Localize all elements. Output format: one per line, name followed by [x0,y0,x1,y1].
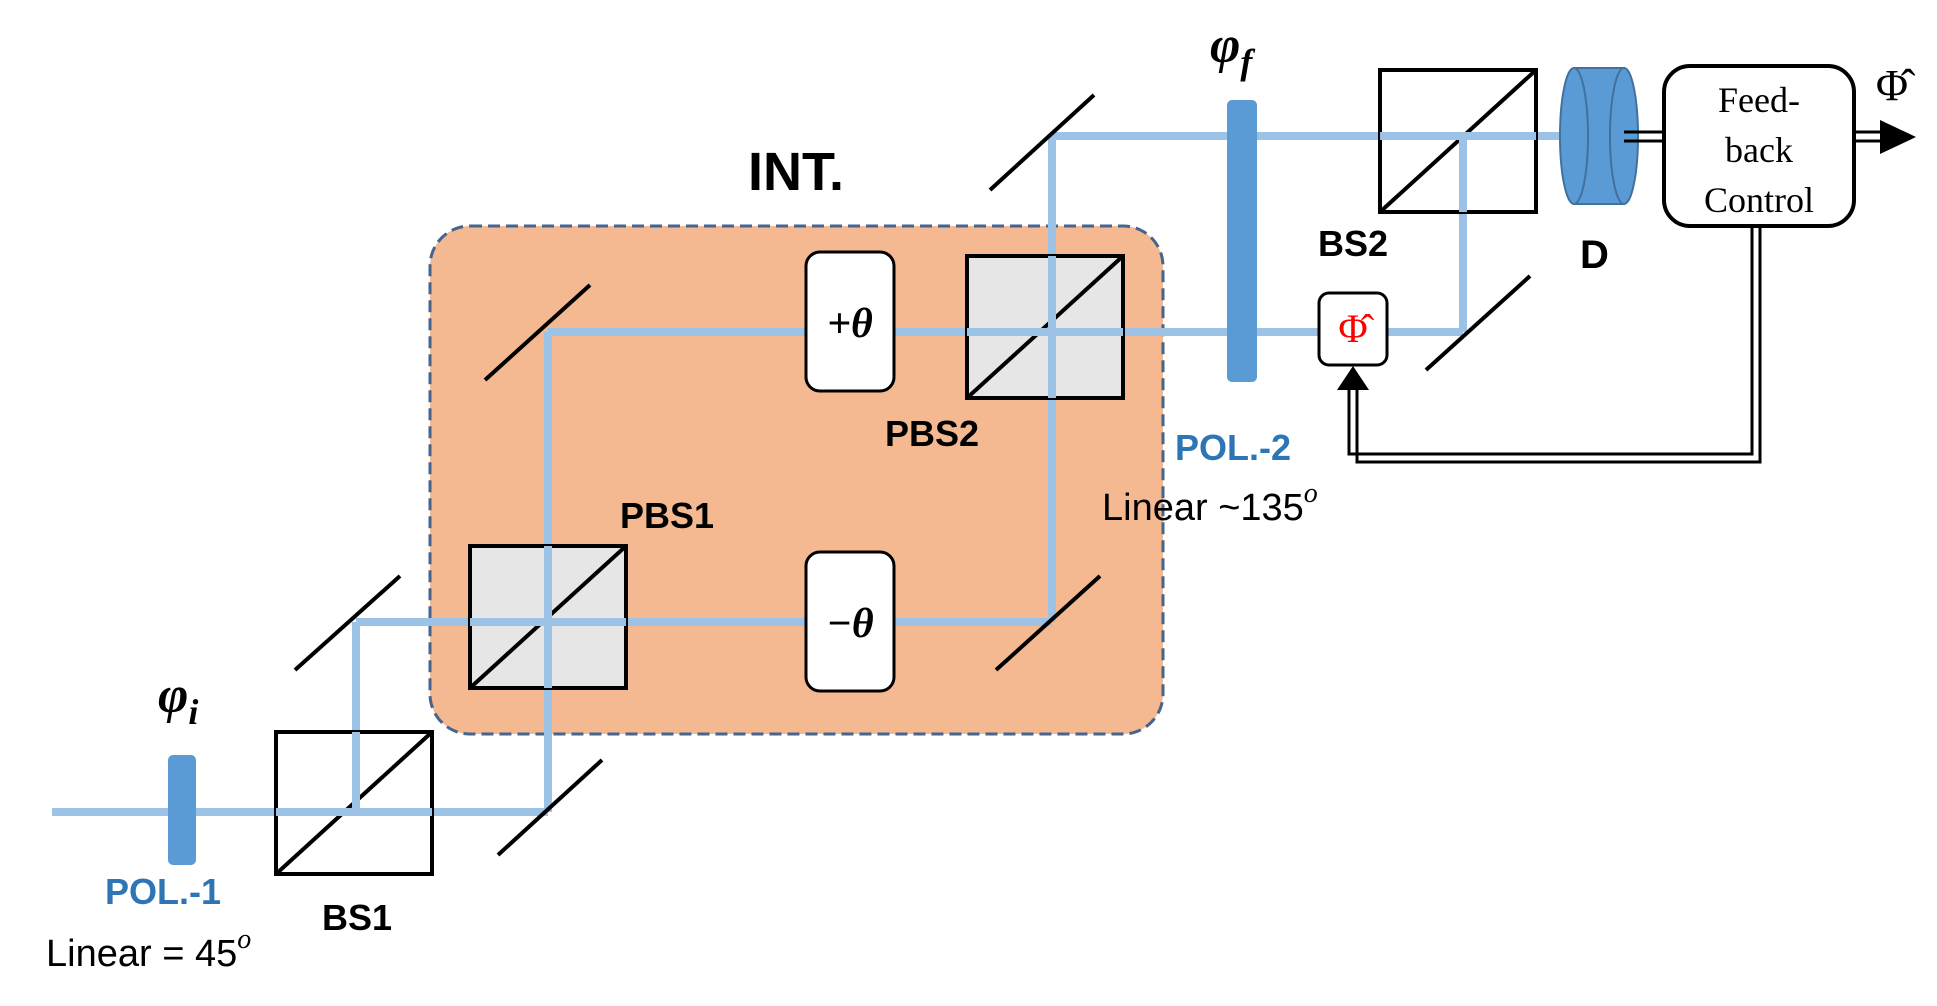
feedback-label-line2: back [1725,130,1793,170]
mirror [994,574,1102,672]
mirror [1424,274,1532,372]
polarizer-2 [1227,100,1257,382]
estimator-box [1317,291,1389,367]
beam-overlays [276,132,1536,816]
bs2-cube [1378,68,1538,214]
estimator-arrowhead [1337,366,1369,390]
mirror [483,283,592,382]
feedback-label-line1: Feed- [1718,80,1800,120]
phi-final-label: φf [1210,17,1255,82]
polarizer-1 [168,755,196,865]
pbs1-label: PBS1 [620,495,714,536]
interferometer-label: INT. [748,142,844,202]
minus-theta-label: −θ [826,601,873,647]
mirror [496,758,604,857]
minus-theta-box [804,550,896,693]
bs2-label: BS2 [1318,223,1388,264]
pbs2-cube [965,254,1125,400]
pol1-setting-label: Linear = 45o [46,924,251,975]
output-label: Φ̂ [1876,61,1915,110]
signal-lines [1347,130,1885,464]
pol2-setting-label: Linear ~135o [1102,478,1318,529]
phi-initial-label: φi [158,667,198,732]
feedback-label-line3: Control [1704,180,1814,220]
plus-theta-label: +θ [827,301,873,347]
output-arrowhead [1880,120,1916,154]
mirror [293,574,402,672]
pbs2-label: PBS2 [885,413,979,454]
detector [1559,67,1639,205]
pol1-label: POL.-1 [105,871,221,912]
detector-label: D [1580,233,1609,277]
mirror [988,93,1096,192]
bs1-label: BS1 [322,897,392,938]
mirrors [293,93,1532,857]
plus-theta-box [804,250,896,393]
pol2-label: POL.-2 [1175,427,1291,468]
